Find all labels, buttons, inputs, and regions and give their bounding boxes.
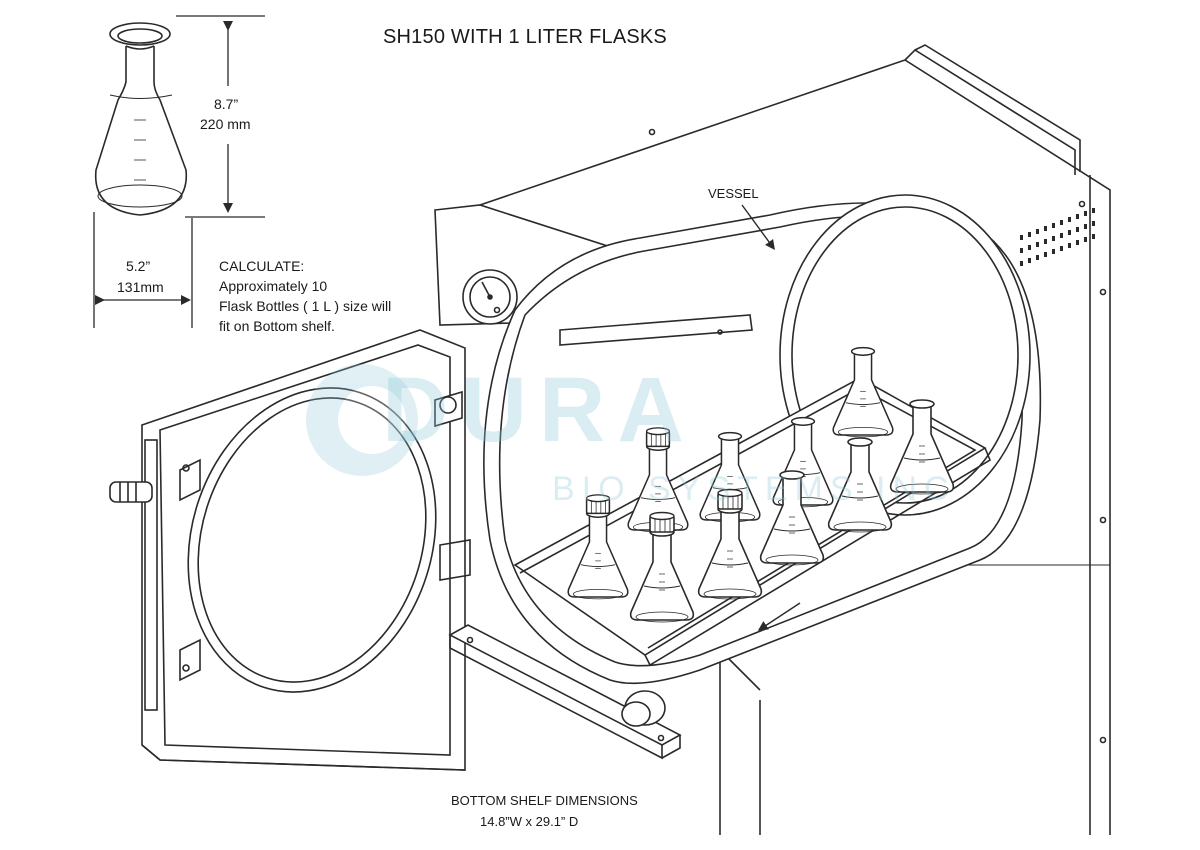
- flask-width-inches: 5.2”: [126, 258, 151, 274]
- flask-width-mm: 131mm: [117, 279, 164, 295]
- door-latch-knob: [621, 690, 666, 727]
- calculate-heading: CALCULATE:: [219, 258, 305, 274]
- watermark-logo: [306, 364, 418, 476]
- calculate-note: CALCULATE: Approximately 10 Flask Bottle…: [219, 256, 391, 336]
- watermark-subtitle: BIO SYSTEMS INC: [552, 470, 956, 508]
- shelf-dimensions-value: 14.8”W x 29.1” D: [480, 814, 579, 829]
- diagram-title: SH150 WITH 1 LITER FLASKS: [383, 26, 667, 48]
- shelf-direction-arrow: [757, 602, 801, 631]
- flask-height-mm: 220 mm: [200, 116, 251, 132]
- reference-flask: [94, 22, 188, 216]
- shelf-dimensions-title: BOTTOM SHELF DIMENSIONS: [451, 793, 638, 808]
- calculate-line: Flask Bottles ( 1 L ) size will: [219, 298, 392, 314]
- calculate-line: fit on Bottom shelf.: [219, 318, 335, 334]
- dimension-lines: [93, 15, 265, 328]
- flask-height-inches: 8.7”: [214, 96, 239, 112]
- vessel-label: VESSEL: [708, 186, 759, 201]
- calculate-line: Approximately 10: [219, 278, 328, 294]
- watermark-brand: DURA: [382, 359, 696, 461]
- open-door: [109, 329, 471, 771]
- vessel-pointer-arrow: [741, 204, 775, 251]
